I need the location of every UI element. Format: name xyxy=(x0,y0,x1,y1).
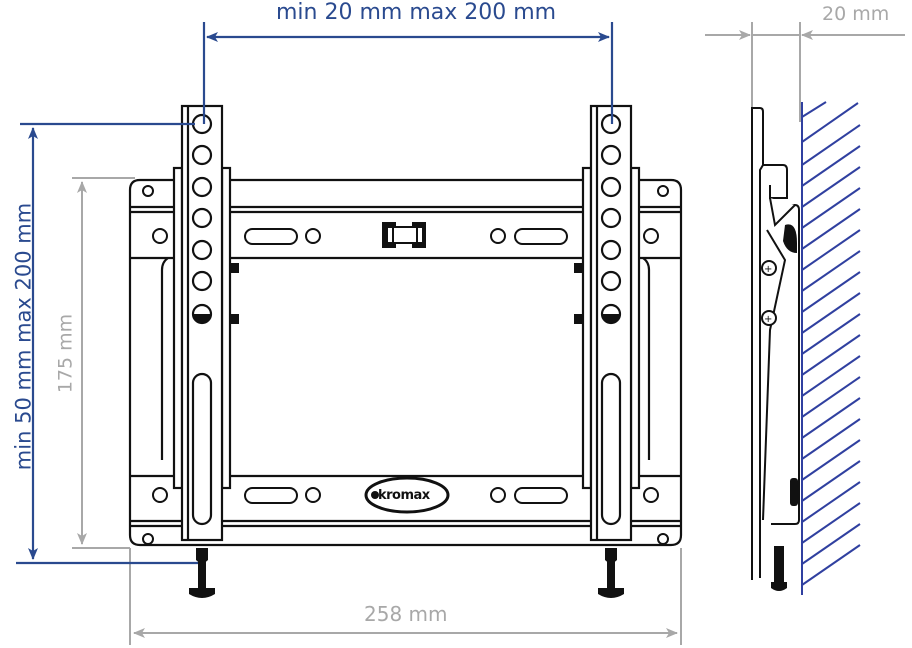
side-bracket xyxy=(751,107,800,580)
logo-text: kromax xyxy=(378,488,430,503)
brand-logo xyxy=(364,476,450,514)
vesa-vertical-label: min 50 mm max 200 mm xyxy=(11,202,36,471)
center-clip xyxy=(382,222,426,248)
right-vertical-arm xyxy=(581,104,641,542)
side-hardware: + + xyxy=(764,224,798,591)
dimension-vesa-vertical xyxy=(16,122,198,565)
svg-text:+: + xyxy=(764,314,772,325)
plate-width-label: 258 mm xyxy=(364,602,448,626)
dimension-wall-distance xyxy=(705,22,905,142)
svg-text:+: + xyxy=(764,264,772,275)
dimension-plate-height xyxy=(72,177,135,549)
dimension-vesa-horizontal xyxy=(202,22,614,124)
wall-distance-label: 20 mm xyxy=(822,3,890,25)
left-vertical-arm xyxy=(172,104,232,542)
vesa-horizontal-label: min 20 mm max 200 mm xyxy=(276,0,557,25)
plate-holes xyxy=(142,185,669,545)
plate-height-label: 175 mm xyxy=(54,313,77,394)
wall-hatch xyxy=(801,101,861,595)
dimension-plate-width xyxy=(129,548,682,645)
